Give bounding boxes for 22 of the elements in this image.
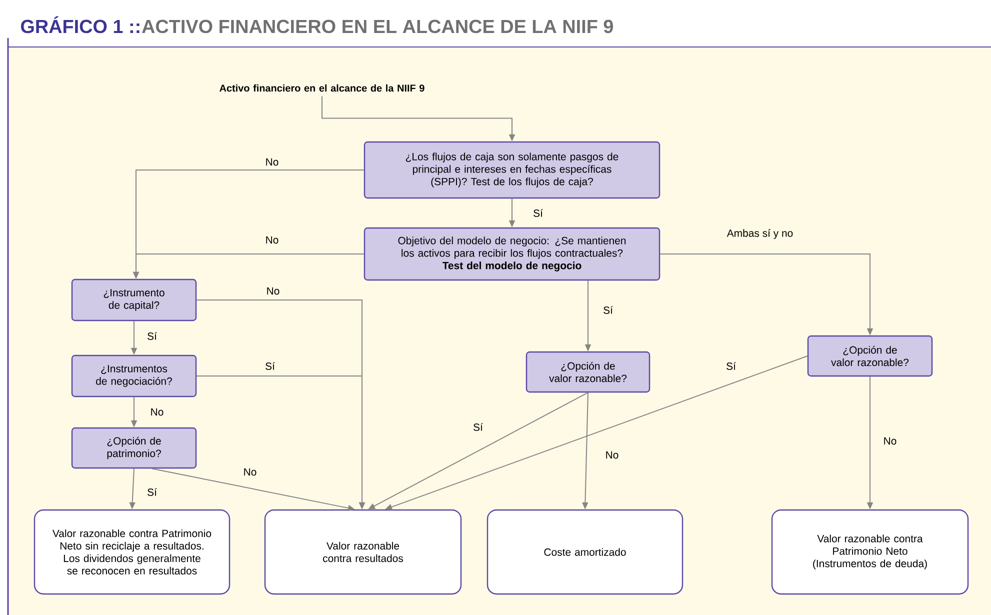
edge-label: Sí xyxy=(146,487,158,497)
edge-label: Sí xyxy=(472,422,484,432)
edge-label: Sí xyxy=(146,331,158,341)
decision-box: ¿Los flujos de caja son solamente pasgos de principal e intereses en fechas específicas (SPPI)? Test de los flujos de caja? xyxy=(364,141,660,199)
edge-label: Sí xyxy=(532,208,544,218)
result-box: Valor razonable contra Patrimonio Neto sin reciclaje a resultados. Los dividendos generalmente se reconocen en resultados xyxy=(34,509,230,595)
result-box: Valor razonable contra resultados xyxy=(264,509,462,595)
decision-box: ¿Instrumentos de negociación? xyxy=(71,354,197,398)
start-text: Activo financiero en el alcance de la NIIF 9 xyxy=(220,84,424,92)
decision-box: ¿Opción de valor razonable? xyxy=(526,351,650,393)
edge-label: Sí xyxy=(725,361,737,371)
decision-box: Objetivo del modelo de negocio: ¿Se mantienen los activos para recibir los flujos contractuales? Test del modelo de negocio xyxy=(364,227,660,281)
decision-box: ¿Opción de valor razonable? xyxy=(807,335,933,377)
result-box: Valor razonable contra Patrimonio Neto (Instrumentos de deuda) xyxy=(771,509,969,595)
edge-label: Sí xyxy=(602,305,614,315)
decision-box: ¿Opción de patrimonio? xyxy=(71,427,197,469)
decision-box: ¿Instrumento de capital? xyxy=(71,278,197,322)
figure-number: GRÁFICO 1 :: xyxy=(21,16,140,34)
result-box: Coste amortizado xyxy=(486,509,684,595)
edge-label: Sí xyxy=(264,361,276,371)
edge-label: Ambas sí y no xyxy=(726,228,794,240)
title: ACTIVO FINANCIERO EN EL ALCANCE DE LA NIIF 9 xyxy=(142,20,613,34)
